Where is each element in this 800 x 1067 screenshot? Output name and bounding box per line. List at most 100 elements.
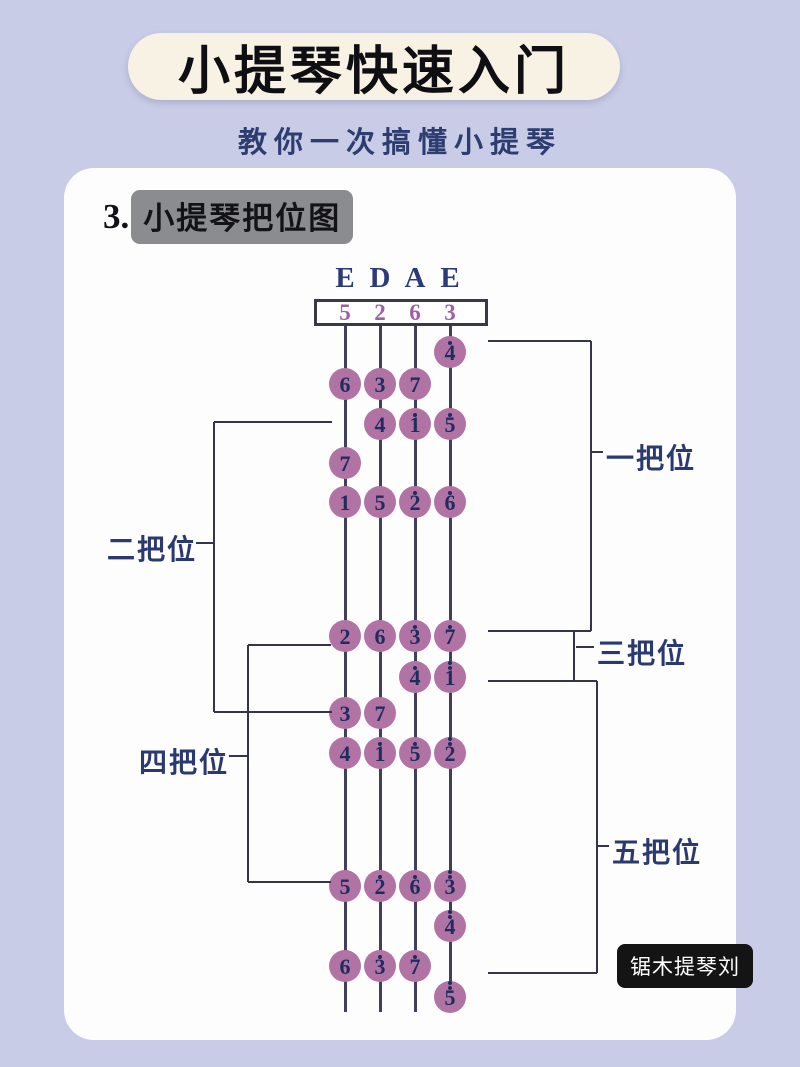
note-circle: 5 [329,870,361,902]
note-circle: 2 [399,486,431,518]
position-label: 二把位 [107,534,198,565]
note-number: 2 [444,741,456,766]
note-circle: 7 [399,950,431,982]
bracket-line [488,630,591,632]
position-label: 四把位 [139,747,230,778]
note-number: 7 [444,624,456,649]
section-title-highlight: 小提琴把位图 [131,190,354,244]
note-number: 4 [409,665,421,690]
bracket-line [597,845,609,847]
note-circle: 5 [434,981,466,1013]
section-heading: 3. 小提琴把位图 [103,190,354,244]
note-number: 4 [444,914,456,939]
note-circle: 4 [364,408,396,440]
string-letter: D [369,262,391,294]
main-title: 小提琴快速入门 [177,43,570,101]
note-number: 4 [444,340,456,365]
bracket-line [213,422,215,712]
octave-dots [399,491,431,495]
note-number: 7 [409,372,421,397]
note-number: 1 [409,412,421,437]
note-circle: 4 [329,737,361,769]
bracket-line [214,421,332,423]
note-circle: 4 [434,910,466,942]
note-number: 3 [339,701,351,726]
octave-dots [434,491,466,495]
note-circle: 3 [434,870,466,902]
note-circle: 3 [364,950,396,982]
note-number: 3 [444,874,456,899]
note-circle: 1 [364,737,396,769]
bracket-line [248,881,331,883]
note-number: 2 [409,490,421,515]
note-number: 4 [339,741,351,766]
note-number: 4 [374,412,386,437]
bracket-line [214,711,332,713]
note-circle: 5 [364,486,396,518]
note-circle: 4 [399,661,431,693]
octave-dots [399,875,431,879]
note-number: 3 [374,954,386,979]
octave-dots [399,413,431,417]
note-circle: 5 [399,737,431,769]
bracket-line [196,542,214,544]
octave-dots [434,870,466,879]
note-circle: 2 [329,620,361,652]
note-number: 2 [339,624,351,649]
bracket-line [247,645,249,882]
octave-dots [434,625,466,629]
bracket-line [596,681,598,973]
note-circle: 6 [329,368,361,400]
note-number: 5 [444,985,456,1010]
open-string-number: 6 [409,300,421,325]
octave-dots [399,666,431,670]
note-circle: 7 [434,620,466,652]
note-number: 5 [374,490,386,515]
octave-dots [434,910,466,919]
note-circle: 3 [399,620,431,652]
position-label: 五把位 [612,837,703,868]
octave-dots [399,625,431,629]
note-circle: 7 [399,368,431,400]
open-string-number: 2 [374,300,386,325]
octave-dots [434,981,466,990]
bracket-line [488,972,597,974]
watermark-badge: 锯木提琴刘 [617,944,753,988]
subtitle: 教你一次搞懂小提琴 [237,127,562,159]
note-circle: 2 [364,870,396,902]
open-string-number: 5 [339,300,351,325]
note-number: 1 [374,741,386,766]
main-title-pill: 小提琴快速入门 [128,33,620,101]
note-number: 1 [339,490,351,515]
octave-dots [399,742,431,746]
octave-dots [364,955,396,959]
note-number: 6 [444,490,456,515]
note-circle: 6 [329,950,361,982]
note-number: 5 [409,741,421,766]
string-letter: E [335,262,355,294]
note-circle: 7 [329,447,361,479]
octave-dots [364,875,396,879]
string-line-2 [379,326,382,1012]
note-number: 2 [374,874,386,899]
note-circle: 2 [434,737,466,769]
note-number: 7 [374,701,386,726]
note-number: 3 [374,372,386,397]
octave-dots [364,742,396,746]
section-number: 3. [103,197,130,236]
note-number: 6 [374,624,386,649]
bracket-line [248,644,331,646]
position-label: 三把位 [597,638,688,669]
octave-dots [399,955,431,959]
note-circle: 5 [434,408,466,440]
note-circle: 4 [434,336,466,368]
octave-dots [434,737,466,746]
note-number: 6 [409,874,421,899]
note-number: 5 [339,874,351,899]
note-number: 6 [339,954,351,979]
note-number: 6 [339,372,351,397]
bracket-line [488,340,591,342]
note-circle: 1 [434,661,466,693]
